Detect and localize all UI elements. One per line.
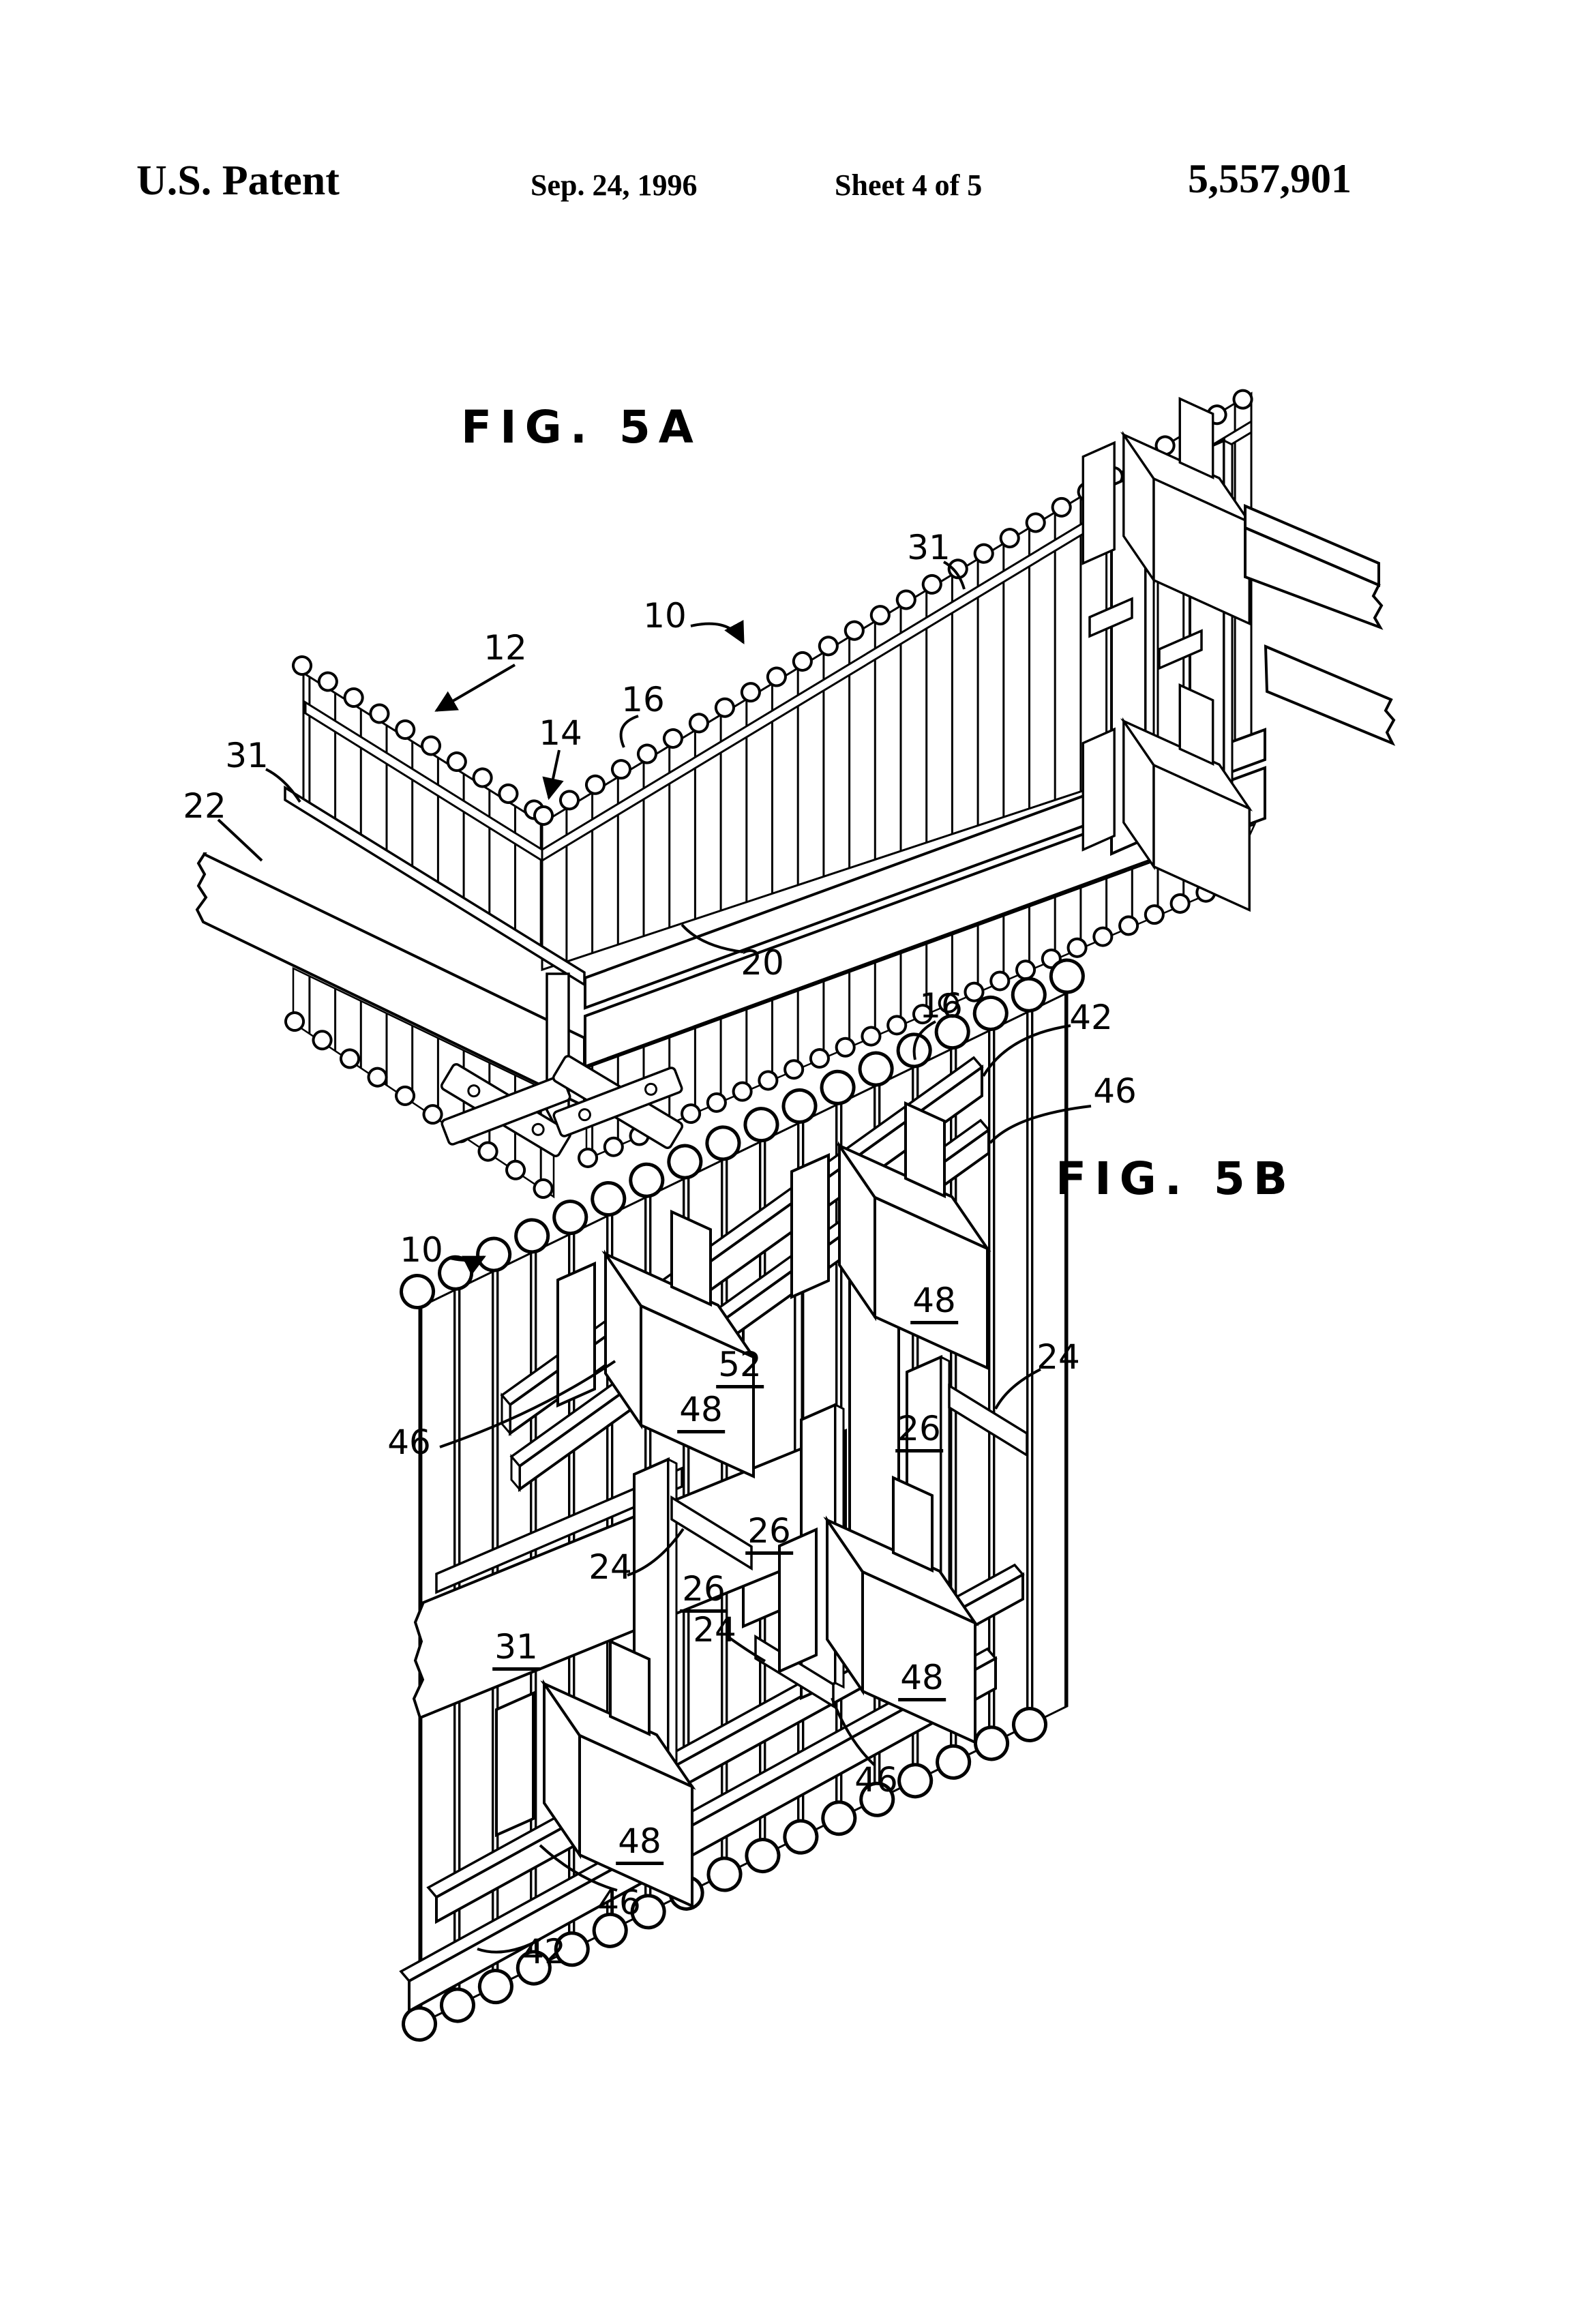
ref-label-16-5a: 16 <box>621 680 665 719</box>
ref-label-46-lower-right: 46 <box>854 1760 898 1800</box>
fig5b-title: FIG. 5B <box>1056 1152 1296 1205</box>
ref-label-48-top-left: 48 <box>677 1392 725 1433</box>
ref-label-31-left: 31 <box>225 736 269 775</box>
ref-label-20: 20 <box>741 943 784 983</box>
ref-label-14: 14 <box>539 713 582 753</box>
ref-label-46-top: 46 <box>1093 1071 1137 1111</box>
fig5a-drawing <box>195 383 1396 1205</box>
end-hanger-assembly <box>1081 398 1251 912</box>
header-date: Sep. 24, 1996 <box>531 168 698 202</box>
ref-label-48-bottom-right: 48 <box>898 1660 946 1701</box>
fig5a-title: FIG. 5A <box>461 401 702 453</box>
ref-label-42-bottom: 42 <box>522 1932 566 1971</box>
header-patent-number: 5,557,901 <box>1188 156 1352 201</box>
ref-label-48-top-right: 48 <box>910 1283 958 1324</box>
ref-label-48-bottom-left: 48 <box>616 1824 663 1865</box>
ref-label-42-top: 42 <box>1069 998 1113 1037</box>
fig5b-drawing <box>399 957 1092 2042</box>
header-sheet-info: Sheet 4 of 5 <box>835 168 983 202</box>
ref-label-52: 52 <box>716 1347 764 1388</box>
ref-label-31-right: 31 <box>907 528 951 567</box>
ref-label-26-left: 26 <box>680 1572 728 1613</box>
ref-label-24-right: 24 <box>1036 1337 1080 1377</box>
ref-label-46-bottom: 46 <box>597 1883 641 1922</box>
ref-label-26-middle: 26 <box>745 1514 793 1555</box>
ref-label-10-5a: 10 <box>643 596 687 636</box>
fig5a-leader-lines <box>217 561 966 953</box>
ref-label-10-5b: 10 <box>400 1230 443 1270</box>
tabs-24 <box>670 1383 1028 1709</box>
ref-label-24-left: 24 <box>588 1547 632 1587</box>
header-title: U.S. Patent <box>136 158 340 204</box>
ref-label-16-5b: 16 <box>919 986 963 1026</box>
ref-label-12: 12 <box>483 628 527 668</box>
support-arm <box>1244 503 1396 746</box>
ref-label-24-middle: 24 <box>693 1610 736 1650</box>
ref-label-46-left: 46 <box>387 1422 431 1462</box>
fig5b-leader-lines <box>439 1020 1092 1954</box>
ref-label-31-5b: 31 <box>492 1630 540 1671</box>
ref-label-26-right: 26 <box>895 1412 943 1452</box>
corner-base-plate <box>440 1054 684 1158</box>
ref-label-22: 22 <box>183 786 226 826</box>
